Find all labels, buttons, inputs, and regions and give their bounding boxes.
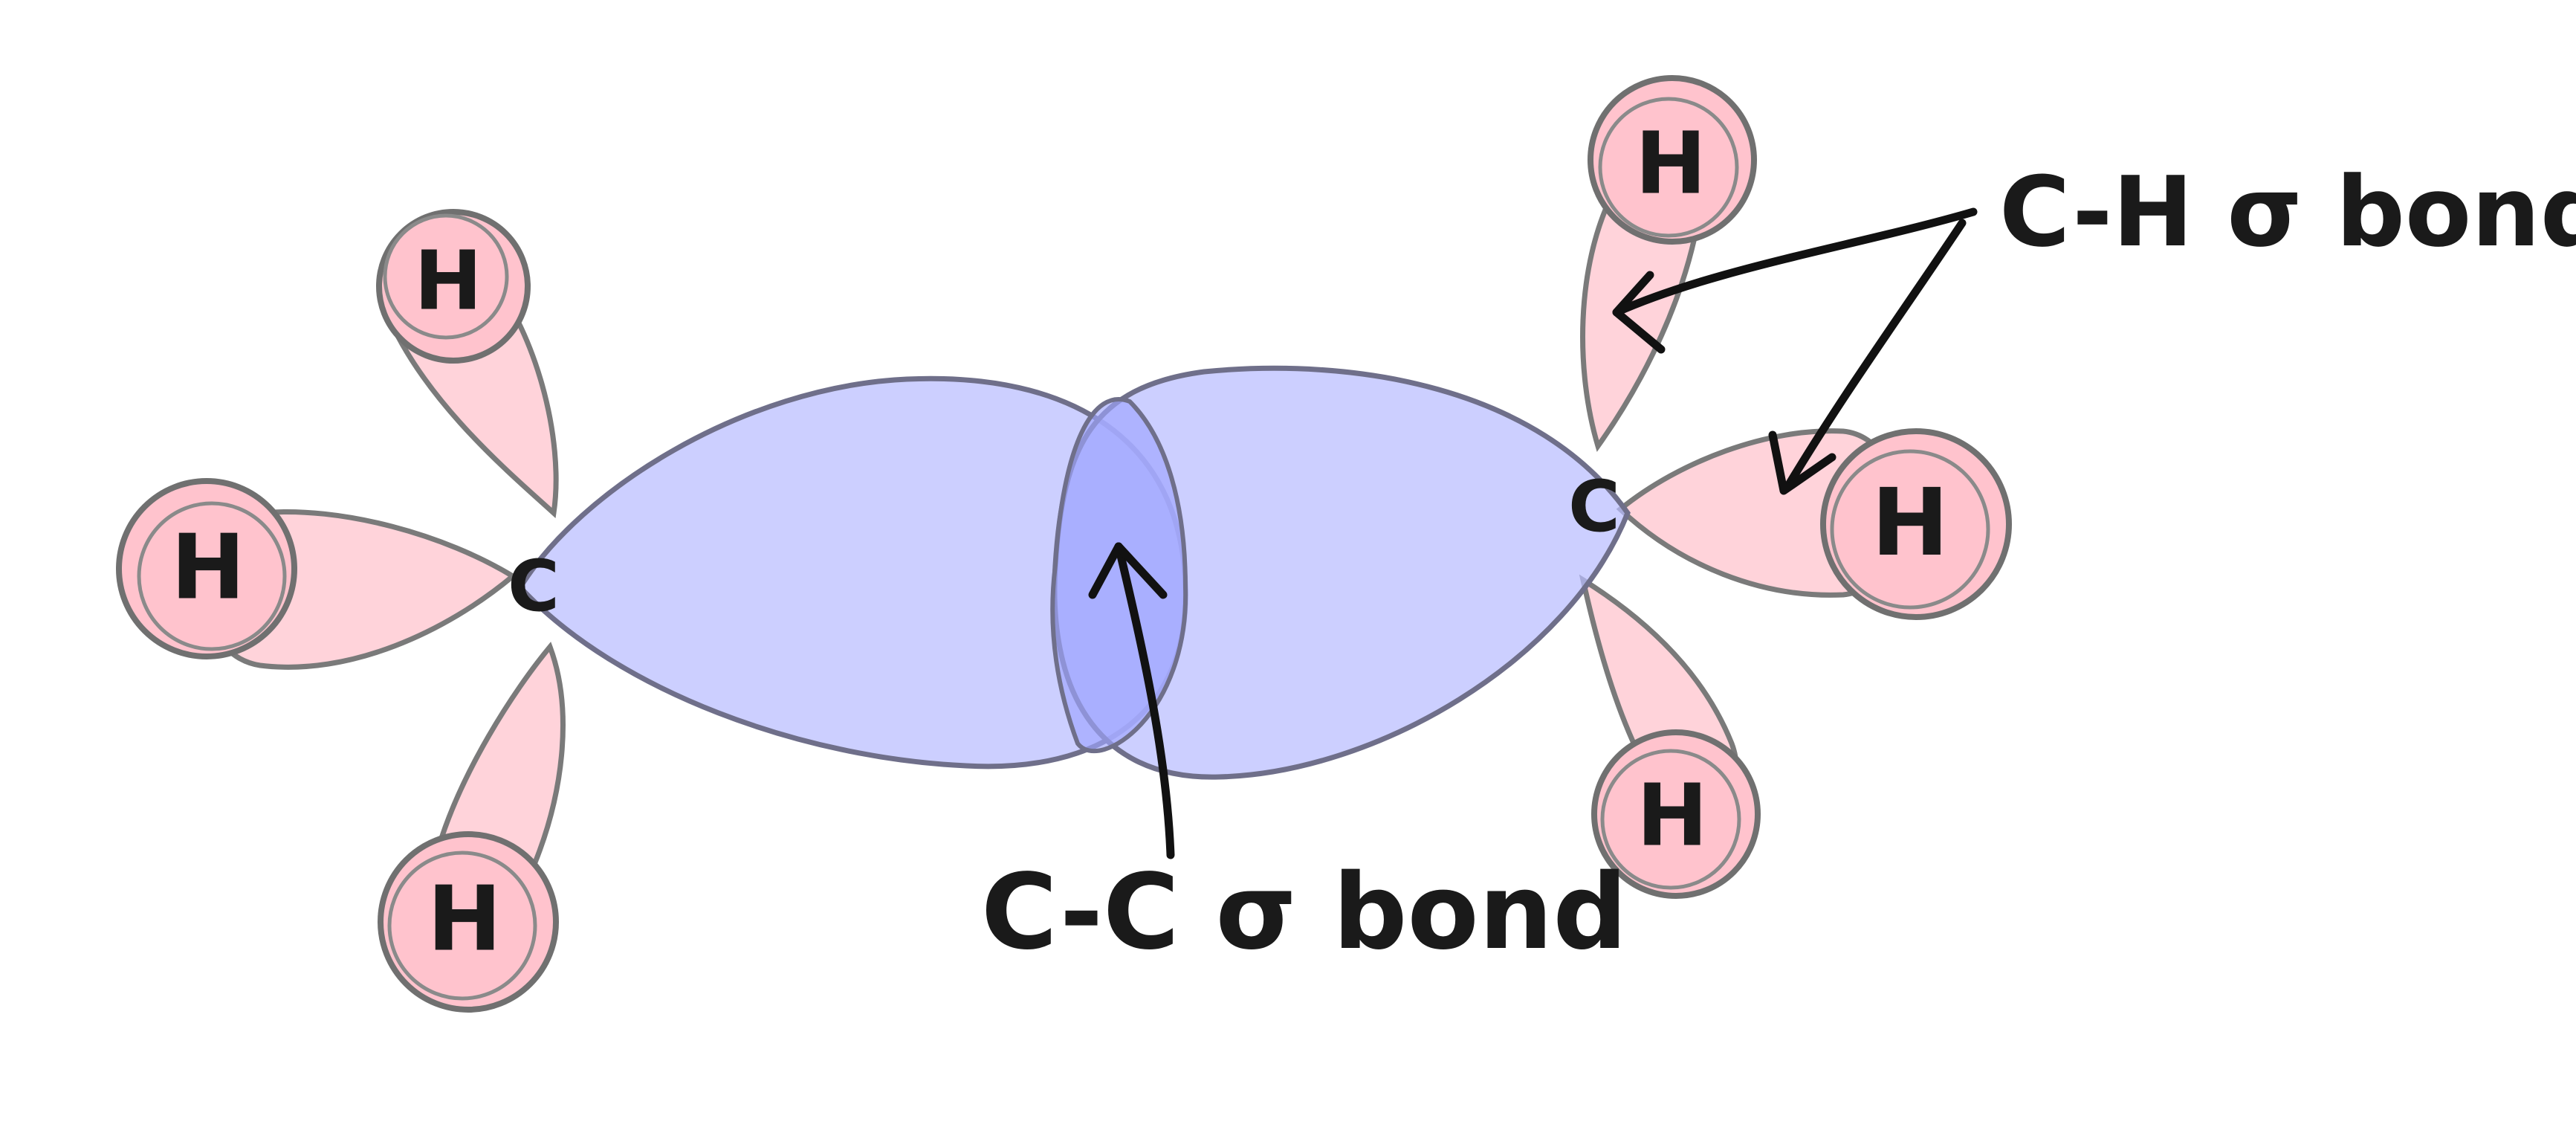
hydrogen-label: H: [1871, 469, 1949, 577]
hydrogen-atom-right-top: H: [1588, 75, 1757, 245]
hydrogen-atom-right-bottom: H: [1591, 729, 1761, 899]
ch-bonds-label: C-H σ bonds: [1999, 155, 2576, 268]
hydrogen-atom-left-top: H: [376, 209, 531, 364]
cc-sigma-bond: [517, 365, 1631, 780]
carbon-atom-left: C: [508, 546, 560, 627]
cc-orbital-overlap: [1050, 397, 1188, 754]
hydrogen-atom-left-middle: H: [116, 478, 297, 659]
left-ch-bonds: H H H: [116, 209, 566, 1013]
hydrogen-label: H: [414, 233, 482, 328]
cc-bond-label: C-C σ bond: [981, 852, 1628, 973]
hydrogen-label: H: [427, 868, 502, 972]
hydrogen-label: H: [1635, 114, 1706, 214]
hydrogen-atom-right-middle: H: [1820, 428, 2012, 620]
ch-bonds-arrows: [1612, 207, 1978, 495]
carbon-atom-right: C: [1568, 466, 1620, 548]
hydrogen-label: H: [171, 517, 245, 620]
hydrogen-label: H: [1637, 767, 1708, 866]
hydrogen-atom-left-bottom: H: [378, 831, 559, 1013]
cc-bond-arrow: [1088, 542, 1175, 859]
